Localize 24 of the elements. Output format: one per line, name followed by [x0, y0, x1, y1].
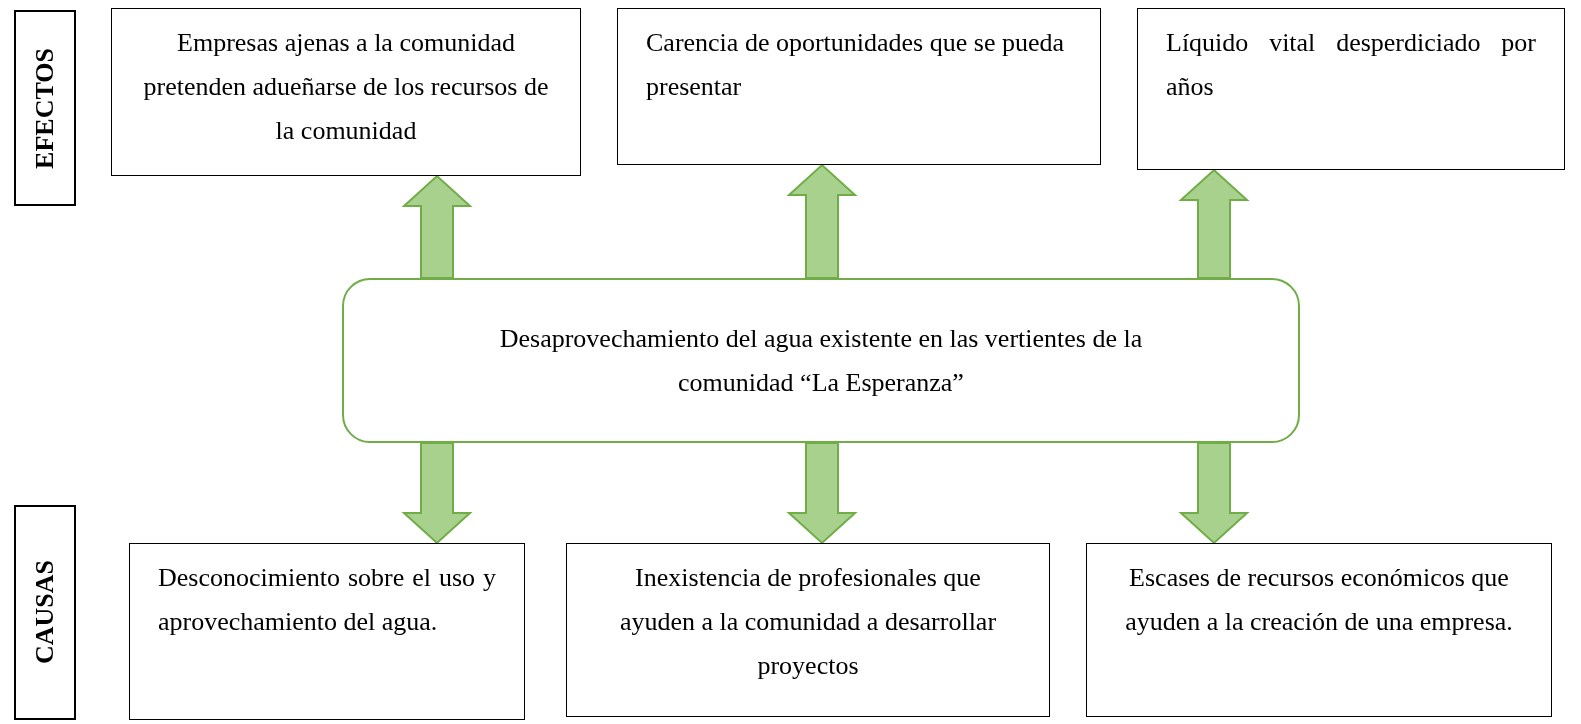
- side-label-box: [14, 10, 76, 206]
- block-arrow: [786, 442, 858, 545]
- side-label-box: [14, 505, 76, 720]
- text-box: [1086, 543, 1552, 717]
- text-box: [1137, 8, 1565, 170]
- block-arrow: [1178, 442, 1250, 545]
- block-arrow: [401, 174, 473, 279]
- box-text: Líquido vital desperdiciado por años: [1166, 27, 1536, 103]
- section-label: CAUSAS: [32, 560, 58, 665]
- problem-box: [342, 278, 1300, 443]
- block-arrow: [1178, 168, 1250, 279]
- block-arrow: [401, 442, 473, 545]
- box-text: Desaprovechamiento del agua existente en las vertientes de la comunidad “La Esperanza”: [498, 322, 1144, 399]
- block-arrow: [786, 163, 858, 279]
- box-text: Desconocimiento sobre el uso y aprovechamiento del agua.: [158, 562, 496, 638]
- box-text: Escases de recursos económicos que ayuden a la creación de una empresa.: [1124, 562, 1514, 638]
- box-text: Empresas ajenas a la comunidad pretenden adueñarse de los recursos de la comunidad: [142, 27, 550, 147]
- box-text: Carencia de oportunidades que se pueda presentar: [646, 27, 1065, 103]
- section-label: EFECTOS: [32, 47, 58, 169]
- text-box: [566, 543, 1050, 717]
- text-box: [129, 543, 525, 720]
- text-box: [111, 8, 581, 176]
- box-text: Inexistencia de profesionales que ayuden a la comunidad a desarrollar proyectos: [618, 562, 998, 682]
- text-box: [617, 8, 1101, 165]
